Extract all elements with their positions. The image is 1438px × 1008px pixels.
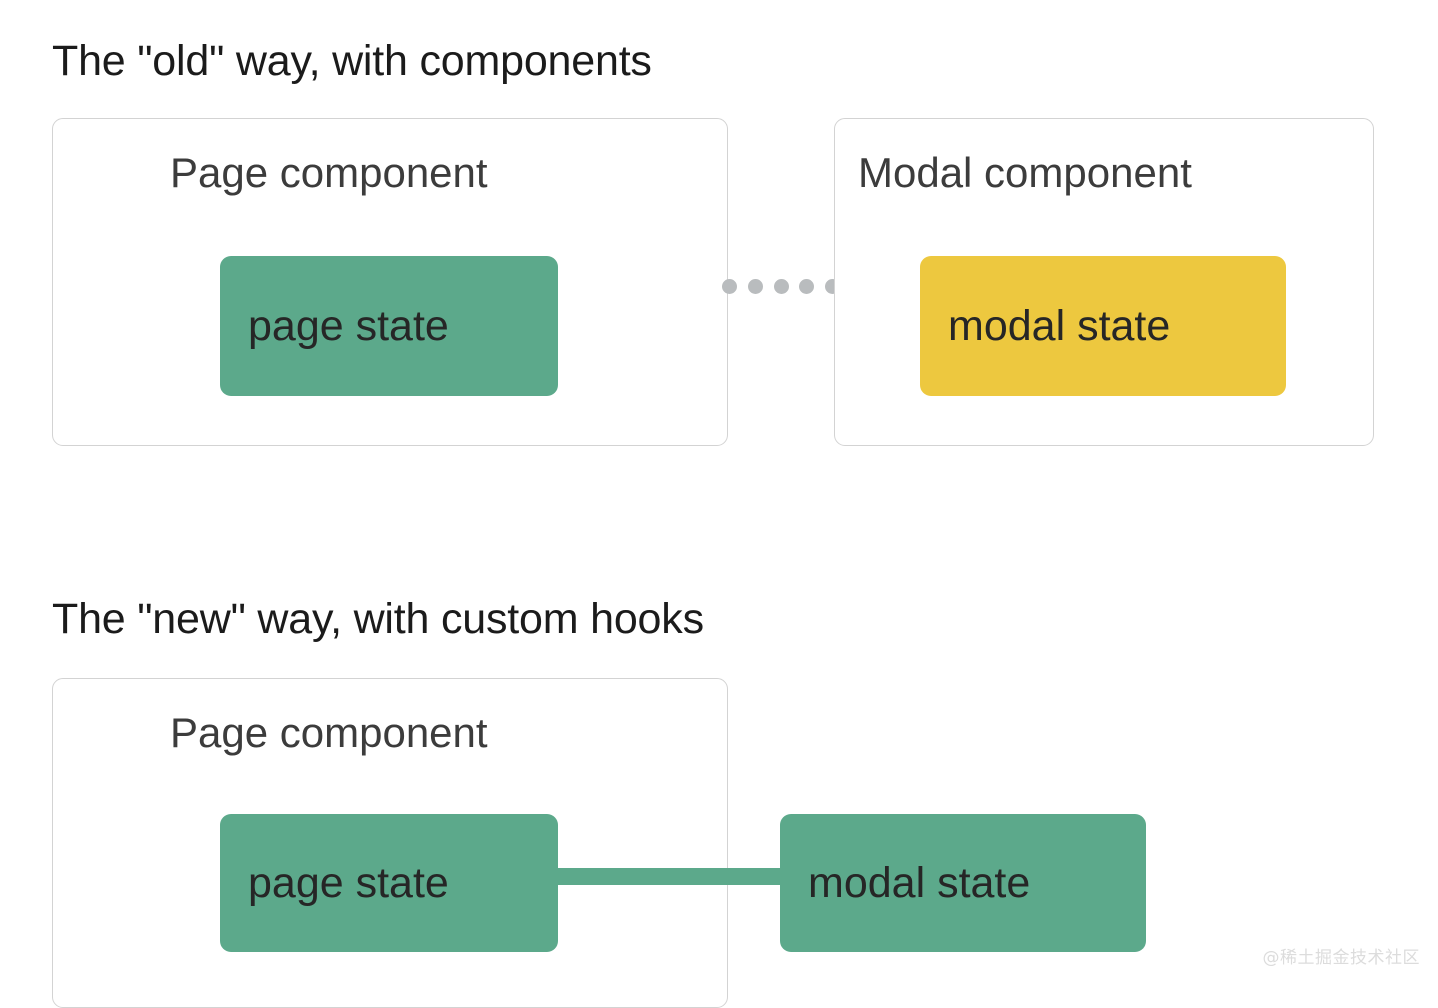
page-component-title-old: Page component [170, 149, 488, 196]
modal-state-label-new: modal state [808, 858, 1031, 907]
page-component-title-new: Page component [170, 709, 488, 756]
connector-dot [799, 278, 815, 294]
watermark: @稀土掘金技术社区 [1262, 948, 1420, 968]
dotted-connector-icon [722, 278, 840, 294]
modal-state-chip-old: modal state [920, 256, 1286, 396]
modal-state-label-old: modal state [948, 301, 1171, 350]
page-state-chip-new: page state [220, 814, 558, 952]
connector-dot [722, 278, 737, 294]
modal-component-title-old: Modal component [858, 149, 1192, 196]
diagram-canvas: The "old" way, with components Page comp… [52, 37, 1420, 1008]
modal-state-chip-new: modal state [780, 814, 1146, 952]
page-state-label-old: page state [248, 301, 449, 350]
page-state-chip-old: page state [220, 256, 558, 396]
connector-dot [747, 278, 763, 294]
connector-dot [773, 278, 789, 294]
section-heading-new-way: The "new" way, with custom hooks [52, 595, 704, 643]
section-heading-old-way: The "old" way, with components [52, 37, 652, 85]
solid-connector-icon [556, 868, 782, 885]
page-state-label-new: page state [248, 858, 449, 907]
